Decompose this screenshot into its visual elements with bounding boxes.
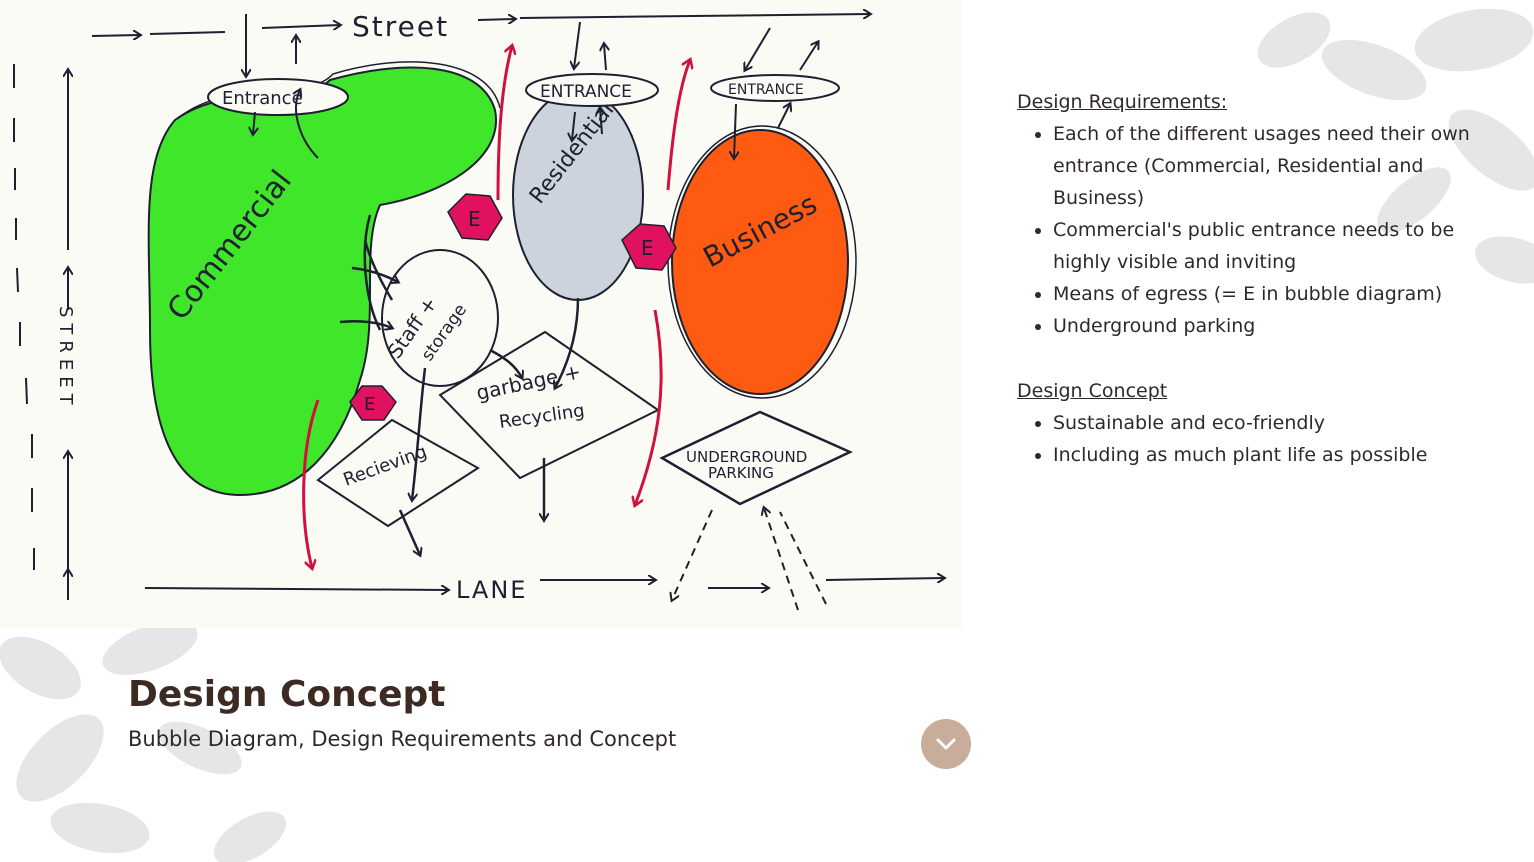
page-subtitle: Bubble Diagram, Design Requirements and …: [128, 727, 677, 751]
list-item: Including as much plant life as possible: [1053, 439, 1497, 471]
leaf-shadow-decoration: [0, 628, 287, 862]
egress-markers: E E E: [349, 193, 677, 421]
chevron-down-icon: [936, 738, 956, 750]
egress-marker: [349, 385, 397, 421]
title-block: Design Concept Bubble Diagram, Design Re…: [128, 672, 676, 754]
concept-list: Sustainable and eco-friendly Including a…: [1017, 407, 1497, 471]
receiving-zone: [316, 418, 480, 528]
underground-label-2: PARKING: [708, 464, 774, 482]
street-side-label: STREET: [55, 306, 76, 411]
scroll-down-button[interactable]: [921, 719, 971, 769]
list-item: Each of the different usages need their …: [1053, 118, 1497, 214]
egress-marker: [447, 193, 503, 241]
entrance-residential: [525, 73, 659, 107]
list-item: Commercial's public entrance needs to be…: [1053, 214, 1497, 278]
requirements-heading: Design Requirements:: [1017, 91, 1228, 113]
page-title: Design Concept: [128, 674, 446, 715]
list-item: Underground parking: [1053, 310, 1497, 342]
lane-label: LANE: [456, 576, 527, 604]
bubble-diagram: Street STREET: [0, 0, 962, 628]
list-item: Means of egress (= E in bubble diagram): [1053, 278, 1497, 310]
requirements-list: Each of the different usages need their …: [1017, 118, 1497, 342]
entrance-business-label: ENTRANCE: [728, 82, 804, 98]
entrance-commercial: [207, 78, 349, 116]
street-top-line: [91, 14, 870, 36]
egress-label: E: [468, 207, 481, 231]
business-bubble: [671, 129, 849, 395]
underground-parking-zone: [659, 410, 853, 506]
entrance-business: [710, 74, 840, 102]
egress-label: E: [364, 394, 375, 415]
entrance-commercial-label: Entrance: [222, 88, 303, 109]
requirements-panel: Design Requirements: Each of the differe…: [1017, 86, 1497, 471]
list-item: Sustainable and eco-friendly: [1053, 407, 1497, 439]
leaf-shadow-decoration: [1257, 8, 1534, 284]
entrance-residential-label: ENTRANCE: [540, 82, 632, 102]
underground-label-1: UNDERGROUND: [686, 448, 807, 466]
egress-marker: [621, 223, 677, 271]
concept-heading: Design Concept: [1017, 380, 1168, 402]
staff-storage-bubble: [381, 249, 499, 387]
egress-label: E: [641, 236, 654, 260]
street-top-label: Street: [352, 10, 449, 43]
